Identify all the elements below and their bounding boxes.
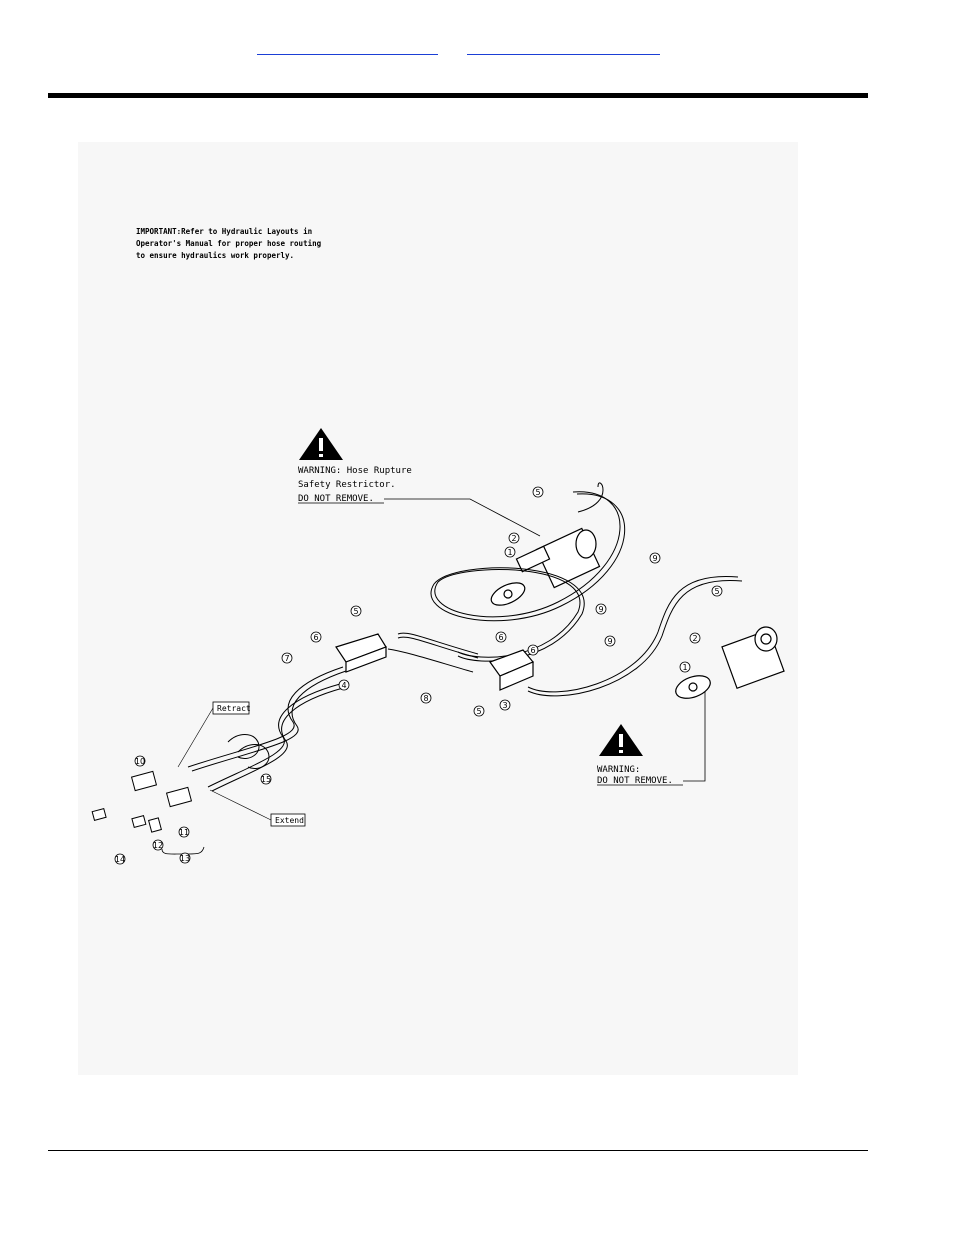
svg-text:4: 4 xyxy=(341,681,346,690)
svg-text:5: 5 xyxy=(476,707,481,716)
header-link-right[interactable] xyxy=(467,44,660,55)
svg-text:Extend: Extend xyxy=(275,816,304,825)
svg-text:9: 9 xyxy=(652,554,657,563)
header-rule xyxy=(48,93,868,98)
note-line-1: IMPORTANT:Refer to Hydraulic Layouts in xyxy=(136,227,312,236)
svg-text:1: 1 xyxy=(507,548,512,557)
warning-top-line-2: Safety Restrictor. xyxy=(298,480,396,490)
svg-text:5: 5 xyxy=(714,587,719,596)
svg-text:15: 15 xyxy=(261,775,271,784)
svg-text:6: 6 xyxy=(313,633,318,642)
important-note: IMPORTANT:Refer to Hydraulic Layouts in … xyxy=(136,227,322,260)
svg-text:9: 9 xyxy=(607,637,612,646)
header-link-left[interactable] xyxy=(257,44,438,55)
label-extend: Extend xyxy=(210,790,305,826)
warning-top-line-3: DO NOT REMOVE. xyxy=(298,494,374,504)
svg-text:1: 1 xyxy=(682,663,687,672)
hydraulic-diagram-figure: IMPORTANT:Refer to Hydraulic Layouts in … xyxy=(78,142,798,1075)
hose-group xyxy=(188,483,742,791)
svg-text:2: 2 xyxy=(692,634,697,643)
warning-top: WARNING: Hose Rupture Safety Restrictor.… xyxy=(298,428,540,536)
footer-rule xyxy=(48,1150,868,1151)
svg-text:13: 13 xyxy=(180,854,190,863)
svg-text:7: 7 xyxy=(284,654,289,663)
svg-text:9: 9 xyxy=(598,605,603,614)
note-line-3: to ensure hydraulics work properly. xyxy=(136,251,294,260)
svg-text:12: 12 xyxy=(153,841,163,850)
svg-text:10: 10 xyxy=(135,757,145,766)
hydraulic-diagram: IMPORTANT:Refer to Hydraulic Layouts in … xyxy=(78,142,798,1075)
svg-text:5: 5 xyxy=(353,607,358,616)
svg-text:11: 11 xyxy=(179,828,189,837)
coupler-assembly xyxy=(92,771,191,832)
svg-text:Retract: Retract xyxy=(217,704,251,713)
note-line-2: Operator's Manual for proper hose routin… xyxy=(136,239,322,248)
svg-text:5: 5 xyxy=(535,488,540,497)
svg-text:14: 14 xyxy=(115,855,125,864)
warning-bottom-line-1: WARNING: xyxy=(597,765,640,775)
label-retract: Retract xyxy=(178,702,251,767)
svg-text:3: 3 xyxy=(502,701,507,710)
manifold-4 xyxy=(336,634,386,672)
callouts: 5 2 1 9 9 9 5 2 1 5 6 7 4 8 6 5 3 6 10 1… xyxy=(115,487,722,864)
svg-text:8: 8 xyxy=(423,694,428,703)
warning-bottom-line-2: DO NOT REMOVE. xyxy=(597,776,673,786)
svg-text:2: 2 xyxy=(511,534,516,543)
svg-text:6: 6 xyxy=(530,646,535,655)
manifold-3 xyxy=(490,650,533,690)
warning-top-line-1: WARNING: Hose Rupture xyxy=(298,466,412,476)
svg-text:6: 6 xyxy=(498,633,503,642)
